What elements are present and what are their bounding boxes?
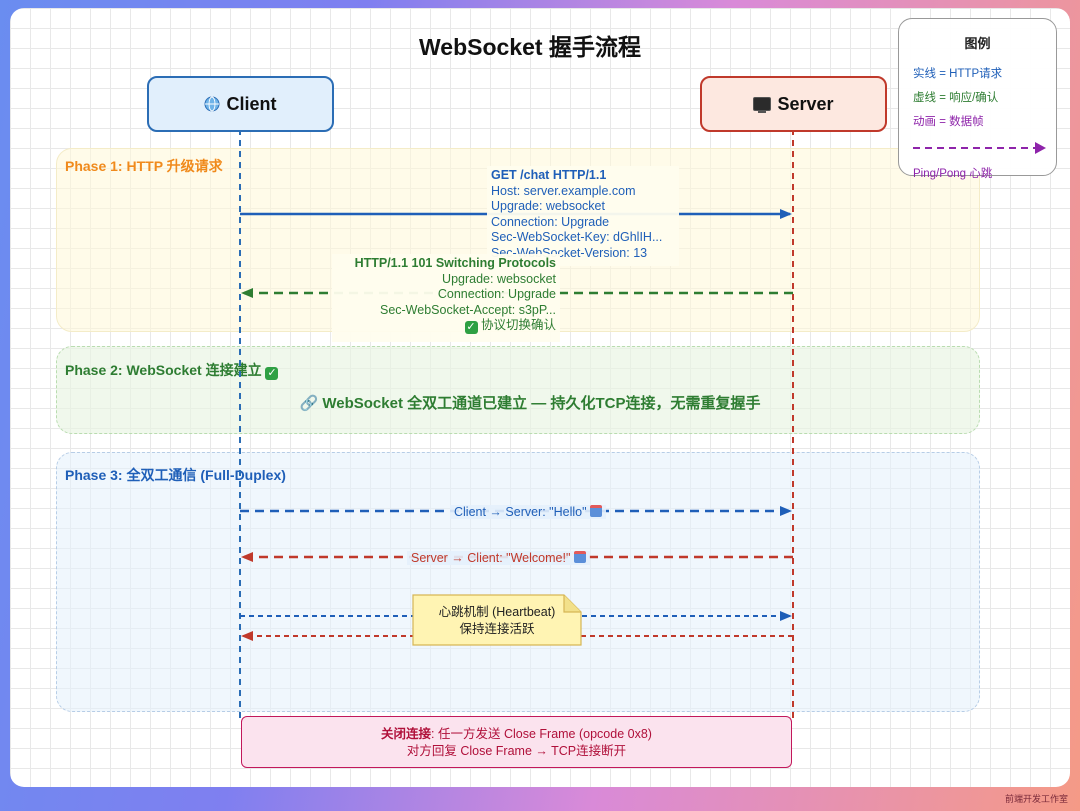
legend-dashed: 虚线 = 响应/确认 [913,92,999,104]
phase3-label: Phase 3: 全双工通信 (Full-Duplex) [65,467,286,483]
watermark: 前端开发工作室 [1004,794,1068,804]
client-actor: Client [147,76,334,132]
welcome-text: Server → Client: "Welcome!" [411,551,571,565]
response-accept: Sec-WebSocket-Accept: s3pP... [379,302,556,317]
server-label: Server [777,93,834,114]
server-actor: Server [700,76,887,132]
request-upgrade: Upgrade: websocket [491,199,605,213]
close-line1-text: : 任一方发送 Close Frame (opcode 0x8) [431,727,652,741]
legend-ping-arrow [913,142,1046,154]
heartbeat-desc: 保持连接活跃 [459,622,535,636]
close-line1: 关闭连接: 任一方发送 Close Frame (opcode 0x8) [242,726,791,743]
request-host: Host: server.example.com [491,183,636,198]
heartbeat-title: 心跳机制 (Heartbeat) [438,605,556,619]
response-confirm-text: 协议切换确认 [480,318,556,332]
hello-message: Client → Server: "Hello" [450,505,607,519]
http-response-label: HTTP/1.1 101 Switching Protocols Upgrade… [332,254,560,342]
inbox-icon [590,505,603,517]
welcome-message: Server → Client: "Welcome!" [407,551,590,565]
check-icon: ✓ [265,367,279,380]
request-line: GET /chat HTTP/1.1 [491,168,607,182]
inbox-icon [573,551,586,563]
link-icon: 🔗 [299,395,319,412]
request-key: Sec-WebSocket-Key: dGhlIH... [491,230,663,244]
phase2-label: Phase 2: WebSocket 连接建立 ✓ [65,360,279,380]
check-icon: ✓ [464,321,478,334]
legend-animated: 动画 = 数据帧 [913,116,984,128]
phase2-zone [56,346,980,434]
response-upgrade: Upgrade: websocket [442,271,556,286]
phase2-label-text: Phase 2: WebSocket 连接建立 [65,362,262,378]
globe-icon [204,96,220,112]
response-status: HTTP/1.1 101 Switching Protocols [354,256,556,270]
hello-text: Client → Server: "Hello" [454,505,587,519]
heartbeat-note: 心跳机制 (Heartbeat) 保持连接活跃 [412,594,582,646]
close-line2: 对方回复 Close Frame → TCP连接断开 [406,744,627,758]
legend-title: 图例 [964,36,991,51]
response-confirm: ✓ 协议切换确认 [336,318,556,334]
phase1-label: Phase 1: HTTP 升级请求 [65,158,223,174]
response-connection: Connection: Upgrade [437,287,556,301]
request-connection: Connection: Upgrade [491,214,610,229]
established-text: WebSocket 全双工通道已建立 — 持久化TCP连接，无需重复握手 [322,395,761,412]
legend-box: 图例 实线 = HTTP请求 虚线 = 响应/确认 动画 = 数据帧 Ping/… [898,18,1057,180]
legend-solid: 实线 = HTTP请求 [913,68,1003,80]
client-label: Client [226,93,277,114]
close-connection-box: 关闭连接: 任一方发送 Close Frame (opcode 0x8) 对方回… [241,716,792,768]
http-request-label: GET /chat HTTP/1.1 Host: server.example.… [487,166,679,266]
note-shape [412,594,582,646]
diagram-canvas: WebSocket 握手流程 Phase 1: HTTP 升级请求 Phase … [10,8,1070,787]
close-label: 关闭连接 [381,727,432,741]
diagram-title: WebSocket 握手流程 [419,34,641,60]
established-label: 🔗 WebSocket 全双工通道已建立 — 持久化TCP连接，无需重复握手 [10,392,1050,413]
legend-ping: Ping/Pong 心跳 [913,168,993,180]
monitor-icon [753,97,772,113]
phase3-zone [56,452,980,712]
